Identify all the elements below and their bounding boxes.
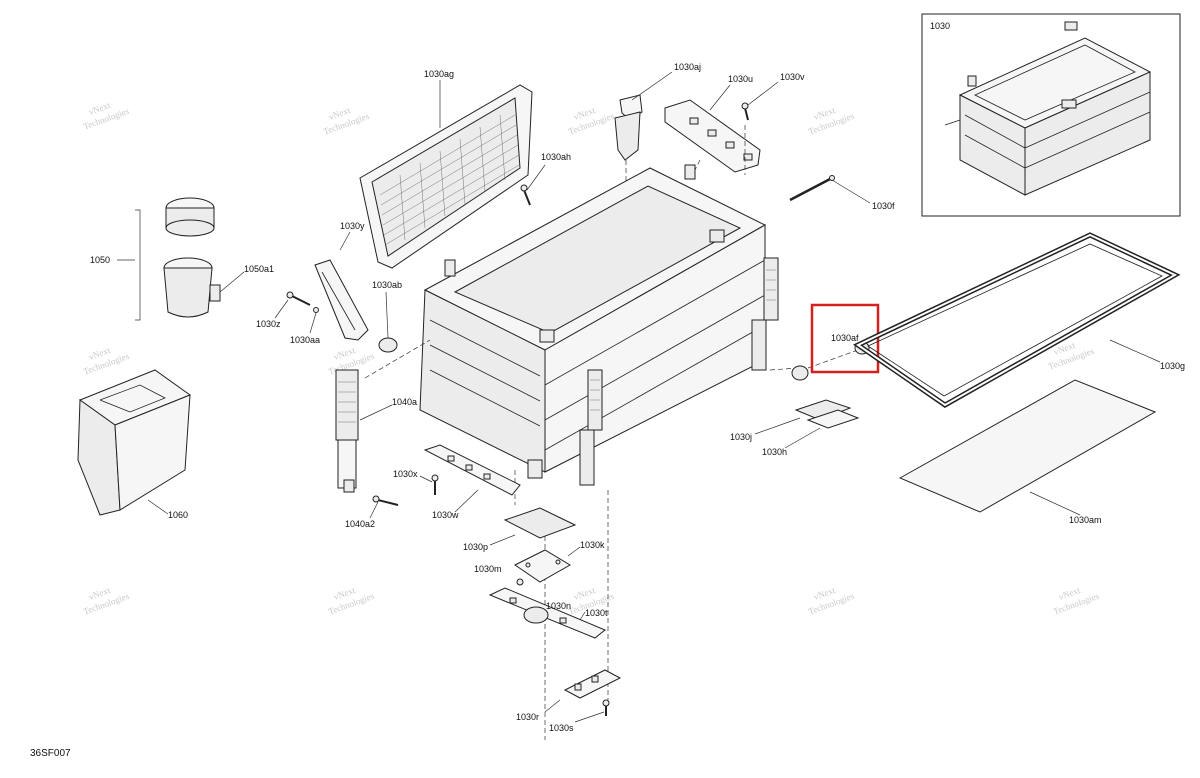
- plate-1030j: [794, 399, 852, 421]
- callout-1030m: 1030m: [474, 564, 502, 574]
- callout-1030x: 1030x: [393, 469, 418, 479]
- callout-1030aj: 1030aj: [674, 62, 701, 72]
- rod-holder: [587, 257, 779, 431]
- callout-1030t: 1030t: [585, 608, 608, 618]
- inset-assembly-view: 1030: [921, 13, 1181, 217]
- callout-1030j: 1030j: [730, 432, 752, 442]
- callout-1030y: 1030y: [340, 221, 365, 231]
- pad-1030p: [503, 507, 577, 539]
- screw-1030x: [431, 474, 439, 495]
- callout-1030v: 1030v: [780, 72, 805, 82]
- sheet-1030am: [898, 379, 1157, 513]
- sticker-1030h: [806, 409, 860, 429]
- callout-1030h: 1030h: [762, 447, 787, 457]
- screw-1030z: [286, 291, 311, 306]
- box-ridges: [429, 259, 766, 451]
- callout-1030z: 1030z: [256, 319, 281, 329]
- watermark: vNext Technologies: [1047, 340, 1096, 372]
- callout-1030k: 1030k: [580, 540, 605, 550]
- hinge-1030r: [563, 669, 622, 699]
- figure-code: 36SF007: [30, 748, 71, 759]
- seal-frame-1030g: [853, 232, 1181, 408]
- callout-1030g: 1030g: [1160, 361, 1185, 371]
- callout-1030am: 1030am: [1069, 515, 1102, 525]
- callout-1050a1: 1050a1: [244, 264, 274, 274]
- watermark: vNext Technologies: [807, 105, 856, 137]
- callout-1030ah: 1030ah: [541, 152, 571, 162]
- inset-box-drawing: [944, 21, 1152, 196]
- part-1030af: [791, 341, 870, 381]
- callout-1030aa: 1030aa: [290, 335, 320, 345]
- watermark: vNext Technologies: [807, 585, 856, 617]
- watermark: vNext Technologies: [82, 100, 131, 132]
- lid-1030ag: [359, 84, 533, 269]
- callout-1030af: 1030af: [831, 333, 859, 343]
- callout-1030ab: 1030ab: [372, 280, 402, 290]
- watermark: vNext Technologies: [567, 105, 616, 137]
- inset-label: 1030: [930, 21, 950, 31]
- watermark: vNext Technologies: [322, 105, 371, 137]
- side-bracket-1030y: [314, 259, 369, 341]
- callout-1030f: 1030f: [872, 201, 895, 211]
- callout-1030s: 1030s: [549, 723, 574, 733]
- callout-1030n: 1030n: [546, 601, 571, 611]
- screw-1030v: [741, 102, 749, 121]
- rod-1030f: [789, 175, 835, 202]
- washer-1030aa: [313, 307, 319, 313]
- callout-1040a2: 1040a2: [345, 519, 375, 529]
- callout-1030w: 1030w: [432, 510, 459, 520]
- lid-mesh: [379, 114, 520, 246]
- highlight-box: [810, 303, 880, 374]
- clamp-1030k: [514, 549, 571, 583]
- leg-1040a: [335, 369, 359, 493]
- bracket-1030t: [488, 587, 606, 639]
- callout-1060: 1060: [168, 510, 188, 520]
- screw-1030m: [516, 578, 524, 586]
- watermark: vNext Technologies: [327, 585, 376, 617]
- callout-1030u: 1030u: [728, 74, 753, 84]
- callout-1030r: 1030r: [516, 712, 539, 722]
- bucket-1060: [77, 369, 192, 516]
- bracket-1030u: [664, 99, 761, 173]
- bolt-1040a2: [372, 495, 399, 506]
- watermark: vNext Technologies: [82, 345, 131, 377]
- clip-1030ab: [378, 337, 398, 353]
- callout-1040a: 1040a: [392, 397, 417, 407]
- watermark: vNext Technologies: [82, 585, 131, 617]
- main-box: [419, 164, 779, 486]
- screw-1030ah: [520, 184, 531, 206]
- rail-1030w: [423, 444, 521, 496]
- callout-1030ag: 1030ag: [424, 69, 454, 79]
- screw-1030s: [602, 699, 610, 716]
- watermark: vNext Technologies: [1052, 585, 1101, 617]
- latch-1030aj: [614, 94, 643, 190]
- cup-holder-1050: [163, 197, 221, 318]
- callout-1030p: 1030p: [463, 542, 488, 552]
- callout-1050: 1050: [90, 255, 110, 265]
